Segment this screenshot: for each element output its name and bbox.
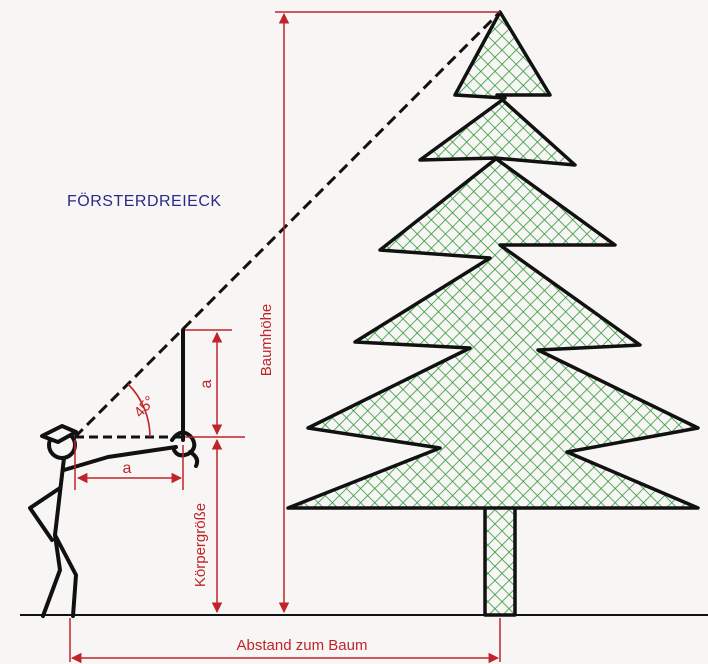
distance-label: Abstand zum Baum bbox=[237, 637, 368, 654]
angle-label: 45° bbox=[131, 393, 159, 421]
arm-upper bbox=[62, 445, 178, 472]
tree-crown bbox=[286, 10, 700, 510]
person-figure bbox=[28, 424, 200, 618]
a-vertical-label: a bbox=[198, 379, 215, 388]
hand-finger bbox=[188, 450, 200, 468]
leg-left bbox=[41, 533, 62, 618]
tree-trunk bbox=[483, 503, 517, 617]
spruce-tree bbox=[286, 10, 700, 617]
a-horizontal-label: a bbox=[123, 460, 132, 477]
body-height-label: Körpergröße bbox=[192, 503, 209, 587]
sight-line bbox=[73, 10, 502, 439]
dimension-lines bbox=[69, 11, 501, 664]
arm-lower bbox=[28, 486, 62, 542]
hat bbox=[40, 424, 78, 444]
tree-height-label: Baumhöhe bbox=[258, 304, 275, 377]
leg-right bbox=[53, 533, 78, 618]
diagram-title: FÖRSTERDREIECK bbox=[67, 192, 222, 210]
hand bbox=[170, 430, 197, 458]
angle-arc bbox=[127, 383, 151, 438]
